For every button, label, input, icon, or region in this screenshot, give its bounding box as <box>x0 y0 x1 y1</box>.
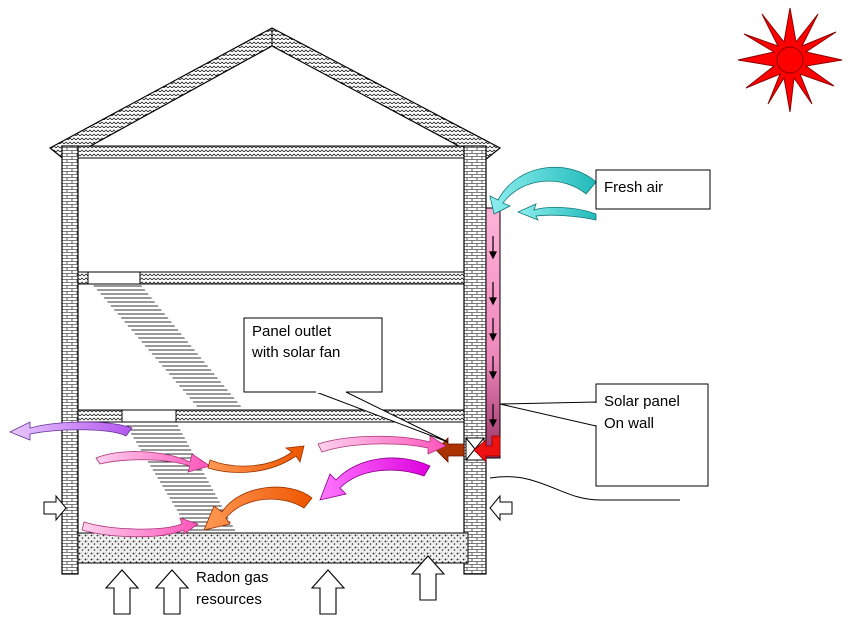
radon-label-line2: resources <box>196 591 262 608</box>
gravel-foundation <box>77 532 469 564</box>
upper-floor-slab <box>77 271 465 285</box>
attic-floor-slab <box>77 145 465 159</box>
panel-outlet-callout: Panel outlet with solar fan <box>243 317 449 443</box>
middle-floor-slab <box>77 409 465 423</box>
upper-staircase <box>92 284 244 410</box>
solar-panel-label-line1: Solar panel <box>604 393 680 410</box>
solar-panel-label-line2: On wall <box>604 415 654 432</box>
panel-outlet-arrow-icon <box>473 435 501 463</box>
warm-air-inlet-arrow-icon <box>435 437 465 463</box>
fresh-air-label: Fresh air <box>604 179 663 196</box>
airflow-arrow-icon <box>9 421 447 538</box>
panel-outlet-label-line1: Panel outlet <box>252 323 332 340</box>
left-wall <box>61 145 79 575</box>
solar-panel-callout: Solar panel On wall <box>499 383 709 487</box>
lower-staircase <box>124 422 236 532</box>
cable-line <box>489 476 680 501</box>
sun-icon <box>737 7 843 113</box>
radon-label-line1: Radon gas <box>196 569 269 586</box>
fresh-air-callout: Fresh air <box>595 169 711 210</box>
solar-panel <box>485 207 501 459</box>
radon-arrow-icon <box>104 555 446 615</box>
fresh-air-arrow-icon <box>489 166 597 221</box>
panel-outlet-label-line2: with solar fan <box>251 344 340 361</box>
right-wall <box>463 145 487 575</box>
wall-inlet-arrow-icon <box>43 494 513 522</box>
roof <box>48 27 502 161</box>
